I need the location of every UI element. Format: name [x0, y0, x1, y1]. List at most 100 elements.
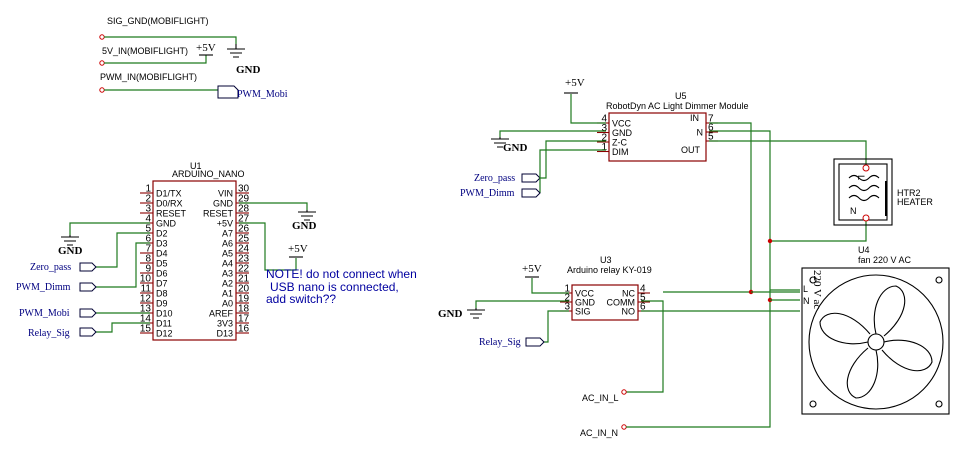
pin-number: 26 [238, 224, 250, 235]
heater-n-terminal[interactable] [862, 214, 870, 222]
htr2-heater[interactable]: L N HTR2 HEATER [833, 158, 933, 226]
pin-name: RESET [156, 209, 187, 219]
pin-name: VCC [612, 119, 632, 129]
pwm-mobi-port-u1[interactable] [79, 308, 97, 318]
pin-name: D8 [156, 289, 168, 299]
pwm-in-terminal[interactable] [99, 87, 105, 93]
pwm-mobi-port-top[interactable] [217, 85, 239, 99]
gnd-label-u1-right: GND [292, 220, 317, 232]
u5-body [608, 112, 707, 162]
zero-pass-port-u1[interactable] [79, 262, 97, 272]
note-line3: add switch?? [266, 292, 336, 306]
pin-number: 2 [601, 133, 607, 144]
pin-name: D10 [156, 309, 173, 319]
v5-in-terminal[interactable] [99, 60, 105, 66]
fan-hole [809, 400, 817, 408]
u1-ref: U1 [190, 161, 202, 171]
pin-number: 11 [141, 284, 152, 295]
pin-number: 19 [238, 294, 250, 305]
pin-number: 6 [640, 302, 646, 313]
pin-name: D5 [156, 259, 168, 269]
zero-pass-label-u1: Zero_pass [30, 262, 71, 273]
fan-frame [801, 267, 950, 415]
pin-number: 2 [564, 293, 570, 304]
wire-u5-vcc [570, 94, 606, 124]
pin-name: GND [213, 199, 234, 209]
pin-name: A5 [222, 249, 233, 259]
pin-number: 16 [238, 324, 250, 335]
wire-u5-in [663, 122, 752, 293]
pin-name: COMM [607, 298, 636, 308]
pin-number: 2 [145, 194, 151, 205]
u4-fan[interactable]: U4 fan 220 V AC 220 V ac L N [801, 245, 950, 415]
pin-number: 8 [145, 254, 151, 265]
plus5v-label-u3: +5V [522, 263, 542, 275]
pin-number: 12 [140, 294, 152, 305]
pwm-mobi-label-u1: PWM_Mobi [19, 308, 70, 319]
pin-name: NO [622, 307, 636, 317]
ac-in-l-terminal[interactable] [621, 389, 627, 395]
v5-in-label: 5V_IN(MOBIFLIGHT) [102, 46, 188, 56]
mobiflight-section: SIG_GND(MOBIFLIGHT) GND 5V_IN(MOBIFLIGHT… [99, 16, 288, 100]
pin-number: 1 [601, 142, 607, 153]
sig-gnd-terminal[interactable] [99, 34, 105, 40]
pin-number: 27 [238, 214, 250, 225]
u5-out-inner: OUT [681, 145, 701, 155]
plus5v-label-u1: +5V [288, 243, 308, 255]
pin-name: D3 [156, 239, 168, 249]
wire-u3-sig [544, 310, 569, 343]
ac-in-n-label: AC_IN_N [580, 428, 618, 438]
pin-name: D4 [156, 249, 168, 259]
pin-number: 5 [640, 293, 646, 304]
pin-name: D13 [216, 329, 233, 339]
pin-number: 1 [145, 184, 151, 195]
plus5v-label-top: +5V [196, 42, 216, 54]
zero-pass-port-u5[interactable] [521, 173, 541, 183]
pin-number: 30 [238, 184, 250, 195]
wire-u1-gnd-29 [239, 202, 308, 210]
gnd-label-u1-left: GND [58, 245, 83, 257]
heater-n-label: N [850, 206, 857, 216]
pin-number: 4 [601, 114, 607, 125]
htr2-name: HEATER [897, 197, 933, 207]
pwm-dimm-port-u1[interactable] [79, 282, 97, 292]
pwm-in-label: PWM_IN(MOBIFLIGHT) [100, 72, 197, 82]
u5-in-inner: IN [690, 113, 699, 123]
fan-hole [809, 276, 817, 284]
gnd-symbol-u1-right: GND [292, 210, 317, 232]
gnd-label-u3: GND [438, 308, 463, 320]
note-text: NOTE! do not connect when USB nano is co… [266, 267, 417, 306]
pin-number: 22 [238, 264, 250, 275]
u3-name: Arduino relay KY-019 [567, 265, 652, 275]
pin-name: D9 [156, 299, 168, 309]
fan-blades-icon [819, 285, 933, 399]
u5-ref: U5 [675, 91, 687, 101]
wire-u1-gnd-4 [69, 222, 150, 235]
junction-dot [767, 238, 773, 244]
pin-number: 15 [140, 324, 152, 335]
ac-in-n-terminal[interactable] [621, 424, 627, 430]
heater-inner [838, 163, 888, 221]
relay-sig-port-u3[interactable] [525, 337, 545, 347]
relay-sig-port-u1[interactable] [79, 327, 97, 337]
heater-l-terminal[interactable] [862, 164, 870, 172]
pin-name: D7 [156, 279, 168, 289]
pin-name: A0 [222, 299, 233, 309]
pin-number: 14 [140, 314, 152, 325]
pin-name: 3V3 [217, 319, 233, 329]
relay-sig-label-u1: Relay_Sig [28, 328, 70, 339]
u3-ref: U3 [600, 255, 612, 265]
wire-sig-gnd [104, 36, 237, 44]
pin-number: 3 [601, 123, 607, 134]
pin-number: 5 [708, 132, 714, 143]
wire-u5-gnd [499, 130, 606, 137]
pwm-mobi-top-label: PWM_Mobi [237, 89, 288, 100]
wire-u3-vcc [531, 278, 569, 294]
pin-number: 23 [238, 254, 250, 265]
pwm-dimm-port-u5[interactable] [521, 188, 541, 198]
